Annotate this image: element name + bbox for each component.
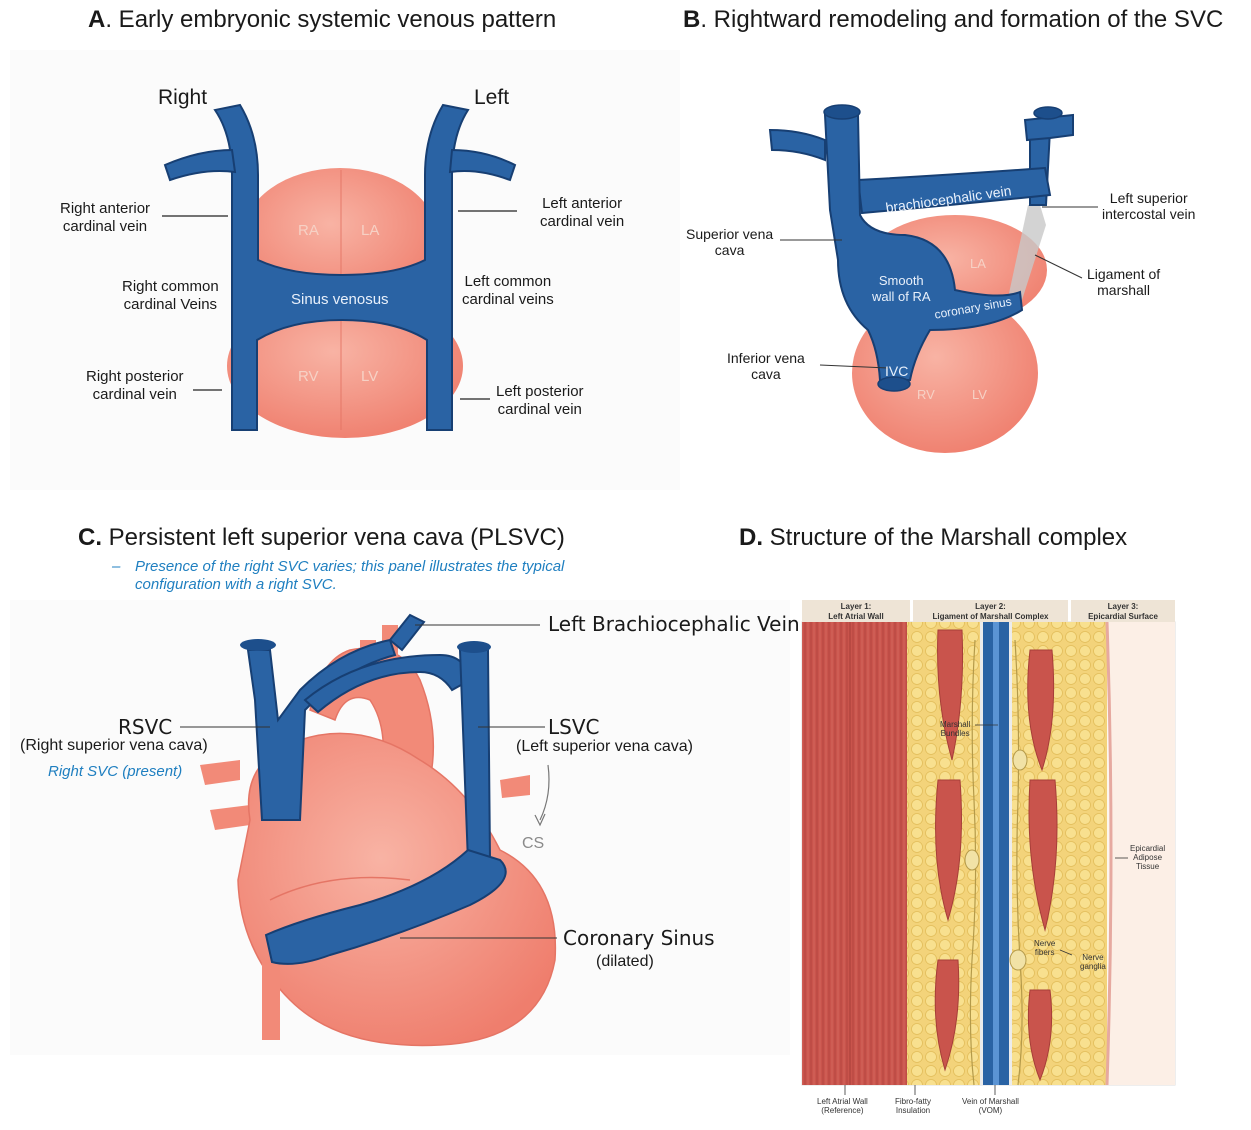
label-ivc: IVC [885, 363, 909, 379]
label-right-side: Right [158, 86, 208, 109]
panel-a-artwork [10, 50, 680, 490]
ligament-of-marshall-shape [1008, 205, 1046, 300]
label-rsvc-present: Right SVC (present) [48, 763, 183, 780]
header-layer-1: Layer 1:Left Atrial Wall [802, 600, 910, 622]
label-coronary-sinus: Coronary Sinus [563, 926, 715, 950]
panel-b-artwork [768, 104, 1098, 453]
brachiocephalic-vein-shape [856, 166, 1052, 215]
label-la: LA [361, 222, 380, 239]
cardinal-veins-shape [213, 103, 470, 431]
label-left-brachiocephalic-vein: Left Brachiocephalic Vein [548, 612, 800, 636]
header-layer-3: Layer 3:Epicardial Surface [1071, 600, 1175, 622]
label-cs: CS [522, 835, 545, 852]
label-lsvc: LSVC [548, 715, 600, 739]
panel-c-title: C. Persistent left superior vena cava (P… [78, 524, 565, 551]
epicardial-adipose-layer [1069, 622, 1107, 1085]
header-layer-2: Layer 2:Ligament of Marshall Complex [913, 600, 1068, 622]
label-sinus-venosus: Sinus venosus [291, 291, 389, 308]
label-left-side: Left [474, 86, 510, 109]
svc-shape [823, 114, 1024, 381]
panel-c-note-dash: – [112, 558, 121, 575]
label-rv: RV [298, 368, 319, 385]
left-branch-vein [448, 148, 517, 182]
label-left-atrial-wall-reference: Left Atrial Wall(Reference) [817, 1097, 868, 1115]
label-lv-b: LV [972, 387, 987, 402]
label-lv: LV [361, 368, 379, 385]
panel-d-title: D. Structure of the Marshall complex [739, 524, 1128, 551]
label-lsvc-full: (Left superior vena cava) [516, 738, 693, 755]
left-atrial-wall-layer [802, 622, 907, 1085]
panel-c-note: Presence of the right SVC varies; this p… [135, 558, 565, 593]
coronary-sinus-shape [264, 848, 507, 965]
label-rv-b: RV [917, 387, 935, 402]
label-vein-of-marshall: Vein of Marshall(VOM) [962, 1097, 1019, 1115]
label-coronary-sinus-dilated: (dilated) [596, 953, 654, 970]
label-la-b: LA [970, 256, 986, 271]
label-rsvc: RSVC [118, 715, 173, 739]
panel-c-artwork [10, 600, 790, 1055]
right-branch-vein [163, 148, 237, 182]
panel-b-title: B. Rightward remodeling and formation of… [683, 6, 1224, 33]
panel-a-title: A. Early embryonic systemic venous patte… [88, 6, 557, 33]
label-rsvc-full: (Right superior vena cava) [20, 737, 208, 754]
label-ra: RA [298, 222, 319, 239]
panel-d-artwork [801, 621, 1176, 1095]
